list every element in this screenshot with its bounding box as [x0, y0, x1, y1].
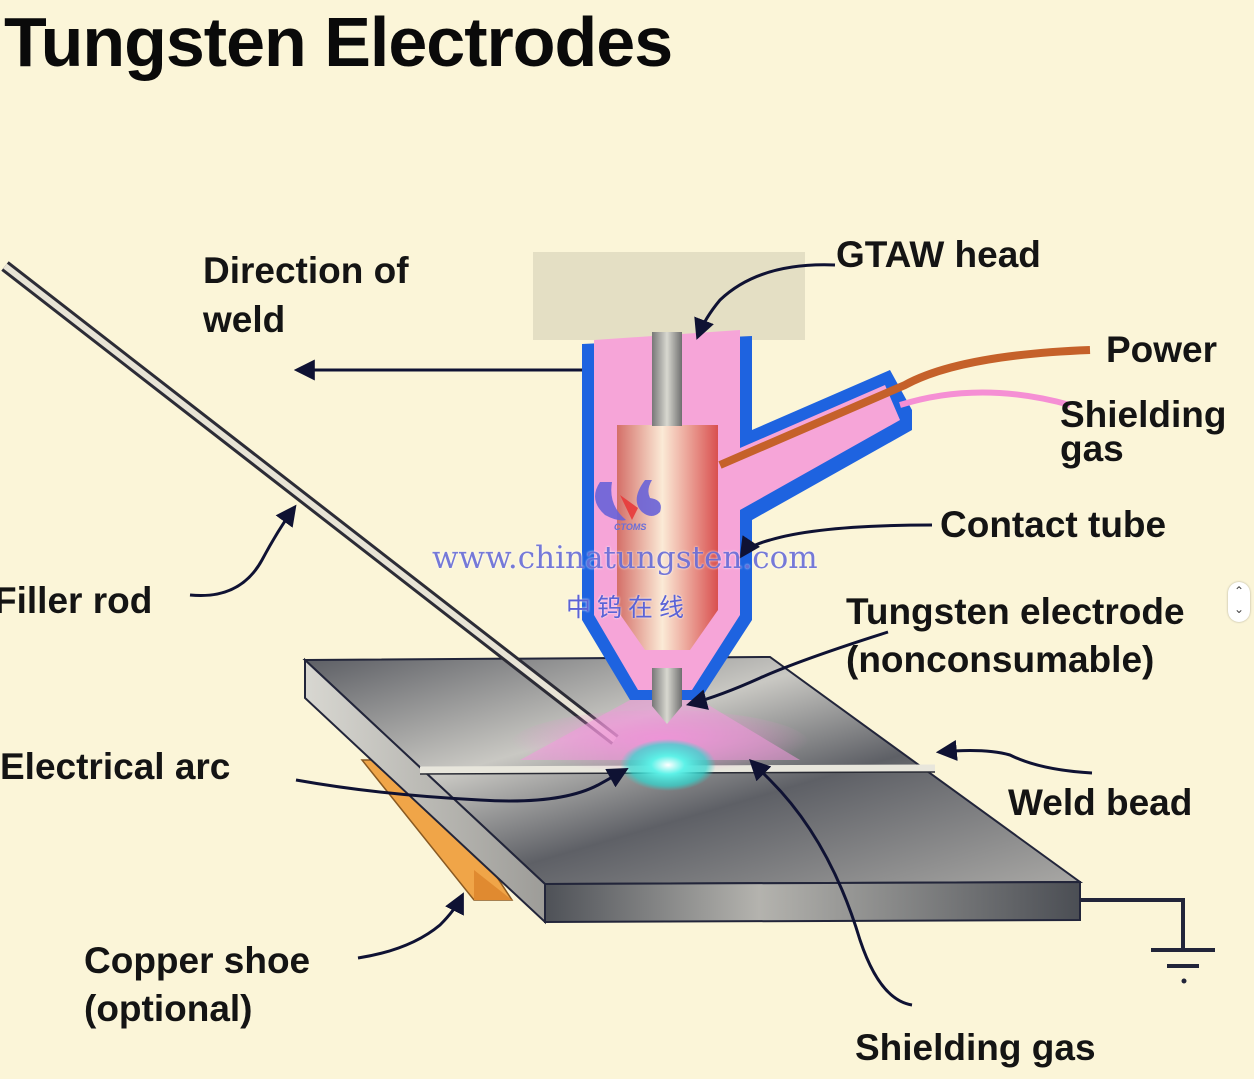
label-direction-line1: Direction of	[203, 250, 409, 291]
label-shielding-gas-line1: Shielding	[1060, 394, 1227, 435]
label-copper-shoe-line2: (optional)	[84, 988, 253, 1029]
copper-shoe-arrow	[357, 892, 464, 960]
label-shielding-gas-top: Shielding gas	[1060, 394, 1227, 469]
page-title: Tungsten Electrodes	[4, 3, 673, 81]
contact-tube	[617, 425, 718, 650]
shielding-gas-arrow	[749, 759, 913, 1007]
label-electrical-arc: Electrical arc	[0, 746, 231, 787]
gtaw-head-block	[533, 252, 805, 340]
contact-tube-arrow	[739, 523, 933, 559]
tungsten-electrode	[652, 332, 682, 724]
label-weld-bead: Weld bead	[1008, 782, 1193, 823]
watermark-logo-text: CTOMS	[614, 522, 647, 532]
label-copper-shoe: Copper shoe (optional)	[84, 937, 310, 1033]
label-tungsten-line2: (nonconsumable)	[846, 639, 1155, 680]
scroll-up-icon[interactable]: ⌃	[1233, 584, 1245, 598]
electrical-arc	[620, 739, 716, 791]
filler-rod-arrow	[189, 504, 297, 598]
label-tungsten-line1: Tungsten electrode	[846, 591, 1185, 632]
filler-rod	[1, 261, 619, 745]
label-gtaw-head: GTAW head	[836, 234, 1041, 275]
electrical-arc-arrow	[295, 767, 629, 803]
weld-bead-arrow	[935, 740, 1093, 775]
label-shielding-gas-line2: gas	[1060, 428, 1124, 469]
label-direction-of-weld: Direction of weld	[203, 250, 409, 340]
tungsten-arrow	[685, 630, 889, 710]
label-contact-tube: Contact tube	[940, 504, 1167, 545]
label-filler-rod: Filler rod	[0, 580, 153, 621]
scroll-stepper[interactable]: ⌃ ⌄	[1228, 582, 1250, 622]
label-power: Power	[1106, 329, 1218, 370]
ground-symbol	[1080, 898, 1215, 984]
leader-arrows	[189, 263, 1093, 1007]
label-direction-line2: weld	[203, 299, 286, 340]
gtaw-head-arrow	[694, 263, 836, 340]
label-shielding-gas-bottom: Shielding gas	[855, 1027, 1096, 1068]
label-tungsten-electrode: Tungsten electrode (nonconsumable)	[846, 588, 1226, 684]
gas-hose	[899, 389, 1071, 408]
ctoms-logo-icon	[595, 480, 661, 521]
power-cable	[718, 346, 1091, 469]
watermark-url: www.chinatungsten.com	[432, 540, 818, 576]
watermark-chinese: 中钨在线	[566, 594, 691, 622]
scroll-down-icon[interactable]: ⌄	[1233, 602, 1245, 616]
label-copper-shoe-line1: Copper shoe	[84, 940, 311, 981]
